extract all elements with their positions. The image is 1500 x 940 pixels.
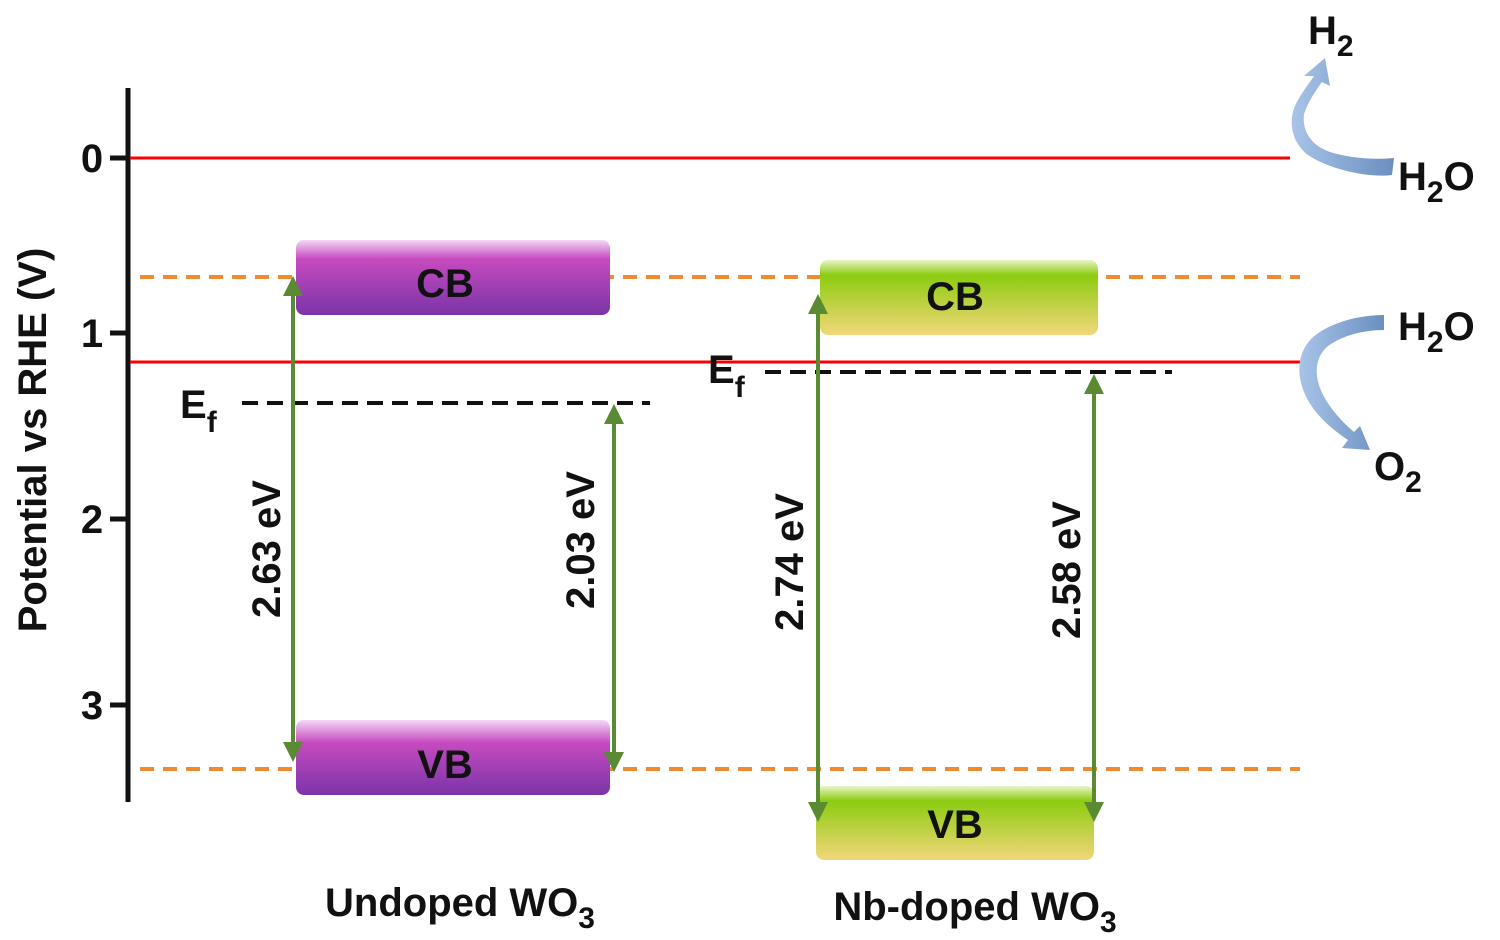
hydrogen-evolution-arrow (1291, 58, 1394, 176)
o2-label: O2 (1374, 445, 1422, 499)
nb-doped-fermi-label: Ef (708, 348, 746, 404)
nb-doped-bandgap-value: 2.74 eV (768, 493, 812, 631)
undoped-vb-label: VB (417, 743, 473, 787)
nb-doped-cb-band (820, 260, 1098, 335)
tick-label-2: 2 (81, 498, 103, 542)
h2-label: H2 (1308, 9, 1354, 63)
nb-doped-cb-label: CB (926, 275, 984, 319)
nb-doped-vb-band (816, 786, 1094, 860)
undoped-cb-band (296, 240, 610, 315)
undoped-vb-band (296, 720, 610, 795)
y-ticks (110, 155, 128, 708)
tick-label-3: 3 (81, 684, 103, 728)
undoped-fermi-label: Ef (180, 383, 218, 439)
undoped-ef-gap-value: 2.03 eV (559, 471, 603, 609)
h2o-top-label: H2O (1398, 155, 1475, 209)
tick-label-0: 0 (81, 137, 103, 181)
undoped-material-name: Undoped WO3 (325, 881, 595, 935)
y-axis-label: Potential vs RHE (V) (11, 248, 55, 633)
oxygen-evolution-arrow (1299, 315, 1384, 450)
h2o-bottom-label: H2O (1398, 305, 1475, 359)
nb-doped-vb-label: VB (927, 803, 983, 847)
nb-doped-ef-gap-value: 2.58 eV (1045, 501, 1089, 639)
nb-doped-material-name: Nb-doped WO3 (833, 885, 1116, 939)
undoped-bandgap-value: 2.63 eV (245, 480, 289, 618)
undoped-cb-label: CB (416, 262, 474, 306)
tick-label-1: 1 (81, 312, 103, 356)
